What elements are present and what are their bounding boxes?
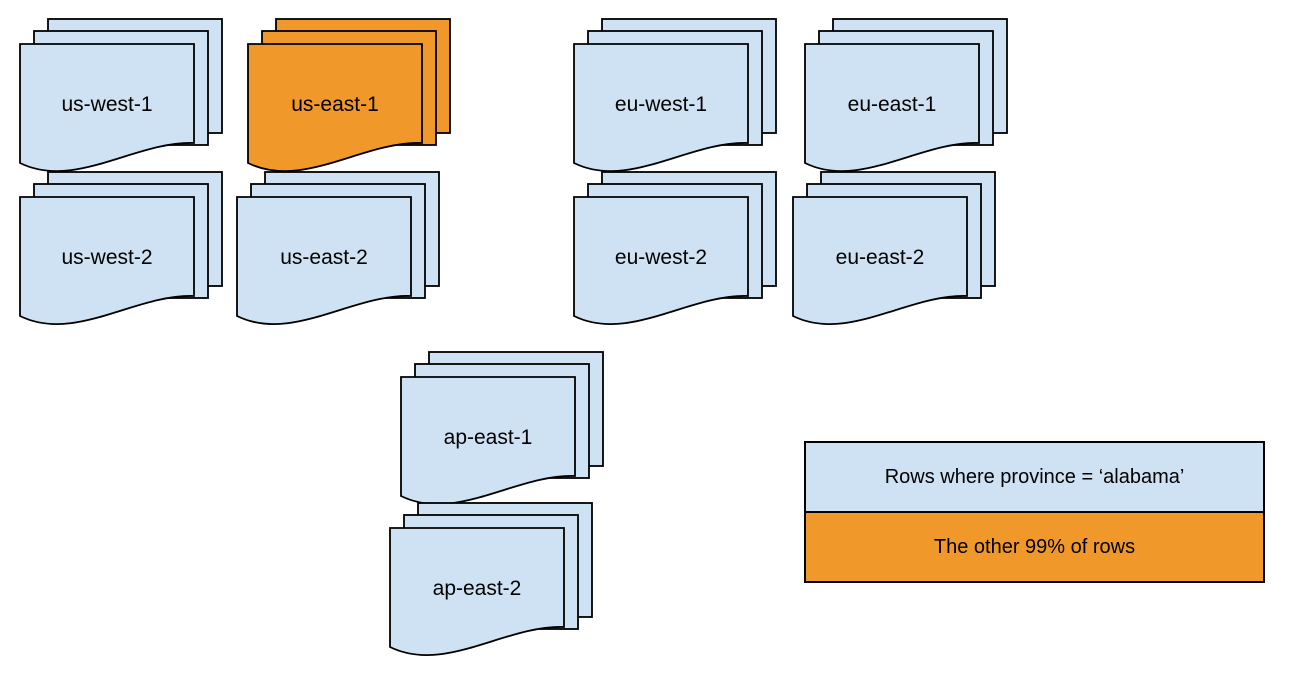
region-label: eu-east-1 xyxy=(848,93,937,116)
region-label: eu-west-1 xyxy=(615,93,707,116)
stacked-documents-icon: eu-west-1 xyxy=(573,18,777,172)
stacked-documents-icon: ap-east-2 xyxy=(389,502,593,656)
legend-item-other-rows: The other 99% of rows xyxy=(806,511,1263,581)
document-stack-us-west-1: us-west-1 xyxy=(19,18,223,172)
stacked-documents-icon: eu-west-2 xyxy=(573,171,777,325)
document-stack-ap-east-2: ap-east-2 xyxy=(389,502,593,656)
front-document-icon xyxy=(389,527,565,656)
region-label: ap-east-1 xyxy=(444,426,533,449)
stacked-documents-icon: us-west-1 xyxy=(19,18,223,172)
document-stack-us-east-1: us-east-1 xyxy=(247,18,451,172)
stacked-documents-icon: us-west-2 xyxy=(19,171,223,325)
region-label: us-west-1 xyxy=(61,93,152,116)
stacked-documents-icon: eu-east-2 xyxy=(792,171,996,325)
stacked-documents-icon: us-east-1 xyxy=(247,18,451,172)
document-stack-us-west-2: us-west-2 xyxy=(19,171,223,325)
legend-item-label: The other 99% of rows xyxy=(933,535,1136,558)
document-stack-us-east-2: us-east-2 xyxy=(236,171,440,325)
document-stack-eu-west-2: eu-west-2 xyxy=(573,171,777,325)
region-label: ap-east-2 xyxy=(433,577,522,600)
region-label: us-east-1 xyxy=(291,93,379,116)
front-document-icon xyxy=(400,376,576,505)
document-stack-eu-east-1: eu-east-1 xyxy=(804,18,1008,172)
region-label: eu-east-2 xyxy=(836,246,925,269)
stacked-documents-icon: ap-east-1 xyxy=(400,351,604,505)
front-document-icon xyxy=(573,43,749,172)
legend: Rows where province = ‘alabama’ The othe… xyxy=(804,441,1265,583)
region-label: us-east-2 xyxy=(280,246,368,269)
front-document-icon xyxy=(792,196,968,325)
document-stack-eu-east-2: eu-east-2 xyxy=(792,171,996,325)
front-document-icon xyxy=(236,196,412,325)
legend-item-alabama-rows: Rows where province = ‘alabama’ xyxy=(806,443,1263,511)
document-stack-eu-west-1: eu-west-1 xyxy=(573,18,777,172)
legend-item-label: Rows where province = ‘alabama’ xyxy=(884,465,1185,488)
front-document-icon xyxy=(804,43,980,172)
stacked-documents-icon: eu-east-1 xyxy=(804,18,1008,172)
region-label: eu-west-2 xyxy=(615,246,707,269)
front-document-icon xyxy=(19,196,195,325)
document-stack-ap-east-1: ap-east-1 xyxy=(400,351,604,505)
stacked-documents-icon: us-east-2 xyxy=(236,171,440,325)
front-document-icon xyxy=(247,43,423,172)
region-label: us-west-2 xyxy=(61,246,152,269)
front-document-icon xyxy=(573,196,749,325)
front-document-icon xyxy=(19,43,195,172)
